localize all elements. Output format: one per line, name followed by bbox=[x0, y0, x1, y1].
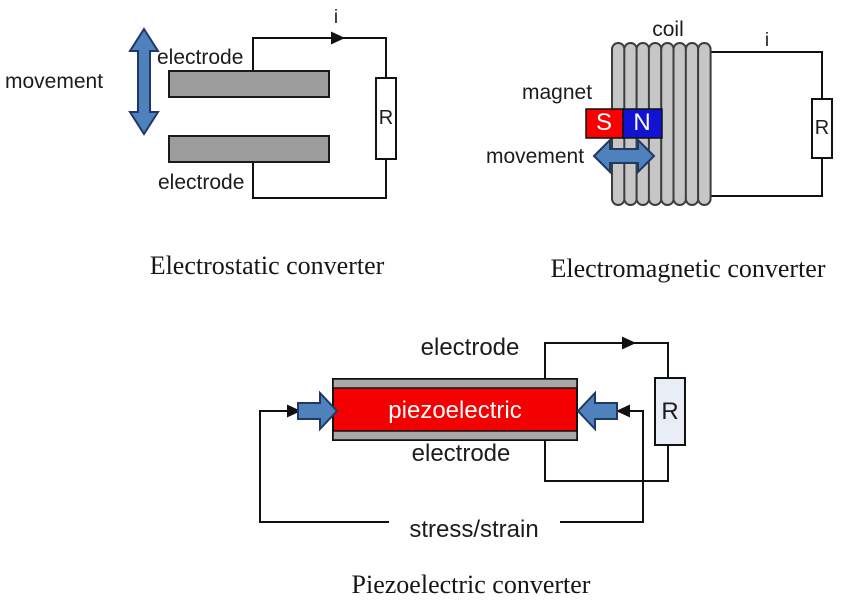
piezoelectric-block bbox=[332, 378, 578, 441]
horizontal-movement-arrow-icon bbox=[592, 137, 656, 175]
electromagnetic-bottom-wire bbox=[708, 158, 823, 197]
piezo-electrode-top-label: electrode bbox=[420, 334, 520, 361]
stress-arrowhead-left-icon bbox=[287, 404, 301, 418]
coil-label: coil bbox=[652, 18, 684, 41]
electromagnetic-top-wire bbox=[708, 51, 823, 99]
electrostatic-diagram bbox=[128, 27, 397, 199]
magnet-south-pole bbox=[585, 108, 624, 139]
electrostatic-top-plate bbox=[168, 70, 330, 98]
electrostatic-bottom-wire bbox=[252, 159, 387, 199]
stress-arrowhead-right-icon bbox=[616, 404, 630, 418]
stress-blue-arrow-left-icon bbox=[297, 390, 339, 432]
stress-feedback-wire-right bbox=[560, 410, 644, 523]
piezo-resistor bbox=[654, 377, 686, 446]
south-pole-label: S bbox=[595, 109, 613, 136]
piezoelectric-title: Piezoelectric converter bbox=[351, 570, 591, 599]
electrostatic-resistor-label: R bbox=[378, 107, 394, 129]
electrostatic-current-label: i bbox=[333, 7, 339, 28]
coil-loop bbox=[697, 42, 712, 206]
coil-loop bbox=[660, 42, 675, 206]
piezo-bottom-electrode-strip bbox=[332, 430, 578, 441]
piezo-top-wire bbox=[544, 342, 669, 379]
electrostatic-electrode-top-label: electrode bbox=[157, 46, 244, 69]
magnet-label: magnet bbox=[522, 81, 593, 104]
piezo-resistor-label: R bbox=[661, 398, 679, 425]
piezoelectric-material-label: piezoelectric bbox=[388, 397, 522, 424]
current-arrowhead-icon bbox=[331, 31, 345, 45]
electrostatic-title: Electrostatic converter bbox=[149, 251, 385, 280]
electromagnetic-diagram bbox=[585, 42, 833, 206]
electromagnetic-current-label: i bbox=[764, 30, 770, 51]
piezo-top-electrode-strip bbox=[332, 378, 578, 389]
electromagnetic-title: Electromagnetic converter bbox=[550, 254, 826, 283]
coil-loop bbox=[672, 42, 687, 206]
current-arrowhead-icon bbox=[622, 336, 636, 350]
stress-blue-arrow-right-icon bbox=[576, 390, 618, 432]
piezo-electrode-bottom-label: electrode bbox=[411, 440, 511, 467]
electrostatic-top-wire bbox=[252, 37, 387, 78]
electromagnetic-resistor bbox=[811, 98, 833, 159]
piezo-bottom-wire bbox=[544, 440, 669, 482]
electrostatic-bottom-plate bbox=[168, 135, 330, 163]
electrostatic-resistor bbox=[375, 77, 397, 160]
north-pole-label: N bbox=[633, 109, 651, 136]
stress-strain-label: stress/strain bbox=[409, 516, 539, 543]
stress-feedback-wire-left bbox=[259, 410, 389, 523]
electromagnetic-movement-label: movement bbox=[486, 145, 585, 168]
vertical-movement-arrow-icon bbox=[128, 27, 160, 136]
electrostatic-electrode-bottom-label: electrode bbox=[158, 171, 245, 194]
electromagnetic-resistor-label: R bbox=[814, 117, 830, 139]
coil-loop bbox=[684, 42, 700, 206]
piezoelectric-diagram bbox=[259, 336, 686, 523]
magnet-north-pole bbox=[622, 108, 663, 139]
electrostatic-movement-label: movement bbox=[5, 70, 104, 93]
